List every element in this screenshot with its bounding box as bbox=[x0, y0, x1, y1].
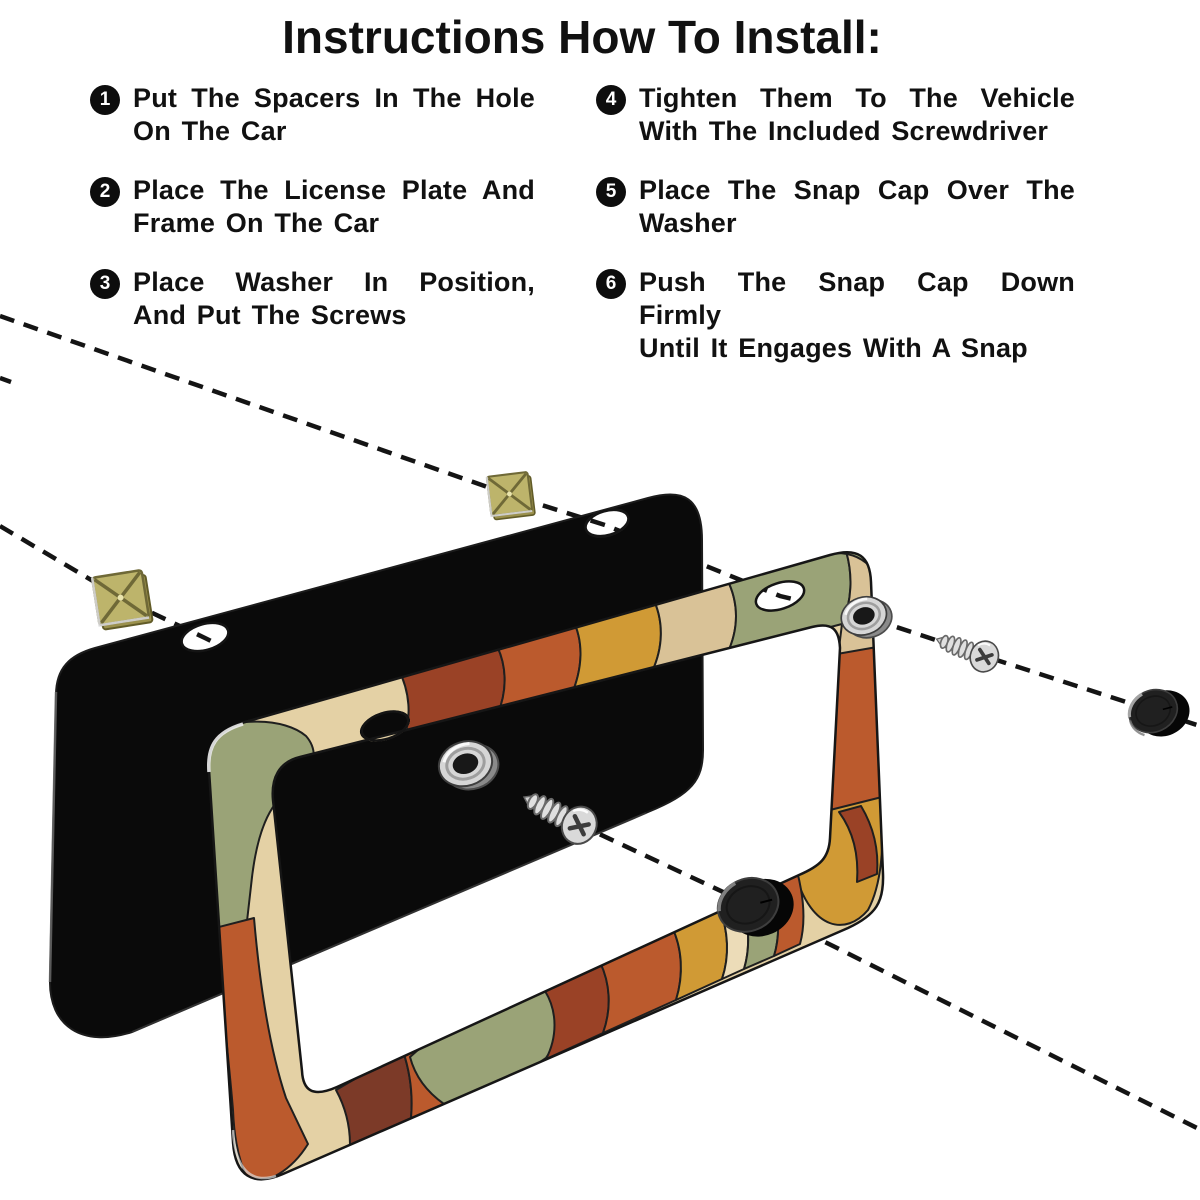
plate-mounting-hole bbox=[584, 508, 630, 538]
step-text: Place The Snap Cap Over The Washer bbox=[639, 174, 1075, 240]
snap-cap bbox=[1127, 688, 1190, 737]
instruction-step-5: 5 Place The Snap Cap Over The Washer bbox=[596, 174, 1160, 240]
plate-mounting-hole bbox=[180, 621, 230, 653]
frame-chrome-edge bbox=[231, 1129, 277, 1180]
plate-bottom-edge bbox=[131, 812, 647, 1033]
frame-mounting-hole bbox=[754, 580, 806, 612]
screw bbox=[522, 793, 598, 845]
step-number: 4 bbox=[605, 89, 617, 110]
guide-line-fragment bbox=[0, 375, 12, 385]
instructions-right-column: 4 Tighten Them To The Vehicle With The I… bbox=[596, 82, 1160, 391]
step-text: Tighten Them To The Vehicle With The Inc… bbox=[639, 82, 1075, 148]
page-title: Instructions How To Install: bbox=[282, 11, 882, 63]
step-text: Put The Spacers In The Hole On The Car bbox=[133, 82, 535, 148]
snap-cap bbox=[716, 876, 794, 937]
step-line: Put The Spacers In The Hole bbox=[133, 83, 535, 113]
instruction-step-6: 6 Push The Snap Cap Down Firmly Until It… bbox=[596, 266, 1160, 365]
step-text: Place The License Plate And Frame On The… bbox=[133, 174, 535, 240]
step-line: Place Washer In Position, bbox=[133, 267, 535, 297]
spacer bbox=[90, 569, 154, 631]
step-number: 3 bbox=[99, 273, 111, 294]
step-line: Washer bbox=[639, 208, 737, 238]
step-number-badge: 1 bbox=[90, 85, 120, 115]
instruction-columns: 1 Put The Spacers In The Hole On The Car… bbox=[90, 82, 1160, 391]
screw bbox=[935, 634, 1000, 673]
step-line: Tighten Them To The Vehicle bbox=[639, 83, 1075, 113]
instructions-left-column: 1 Put The Spacers In The Hole On The Car… bbox=[90, 82, 596, 391]
step-number-badge: 2 bbox=[90, 177, 120, 207]
instruction-step-4: 4 Tighten Them To The Vehicle With The I… bbox=[596, 82, 1160, 148]
washer bbox=[437, 740, 500, 791]
step-line: Push The Snap Cap Down Firmly bbox=[639, 267, 1075, 330]
step-number-badge: 5 bbox=[596, 177, 626, 207]
spacer bbox=[485, 471, 536, 521]
plate-edge-highlight bbox=[48, 691, 58, 983]
instruction-step-2: 2 Place The License Plate And Frame On T… bbox=[90, 174, 596, 240]
step-text: Push The Snap Cap Down Firmly Until It E… bbox=[639, 266, 1075, 365]
frame-mounting-hole bbox=[360, 710, 410, 742]
step-number: 2 bbox=[99, 181, 111, 202]
instruction-step-3: 3 Place Washer In Position, And Put The … bbox=[90, 266, 596, 332]
step-number: 5 bbox=[605, 181, 617, 202]
washer bbox=[840, 595, 893, 639]
step-number-badge: 6 bbox=[596, 269, 626, 299]
frame-chrome-edge bbox=[207, 722, 244, 773]
step-number-badge: 4 bbox=[596, 85, 626, 115]
step-number: 1 bbox=[99, 89, 111, 110]
step-number: 6 bbox=[605, 273, 617, 294]
step-line: With The Included Screwdriver bbox=[639, 116, 1049, 146]
instruction-step-1: 1 Put The Spacers In The Hole On The Car bbox=[90, 82, 596, 148]
step-number-badge: 3 bbox=[90, 269, 120, 299]
step-line: Place The Snap Cap Over The bbox=[639, 175, 1075, 205]
step-line: Place The License Plate And bbox=[133, 175, 535, 205]
license-plate bbox=[48, 493, 705, 1039]
step-line: Until It Engages With A Snap bbox=[639, 333, 1028, 363]
step-text: Place Washer In Position, And Put The Sc… bbox=[133, 266, 535, 332]
step-line: Frame On The Car bbox=[133, 208, 380, 238]
step-line: And Put The Screws bbox=[133, 300, 407, 330]
step-line: On The Car bbox=[133, 116, 287, 146]
